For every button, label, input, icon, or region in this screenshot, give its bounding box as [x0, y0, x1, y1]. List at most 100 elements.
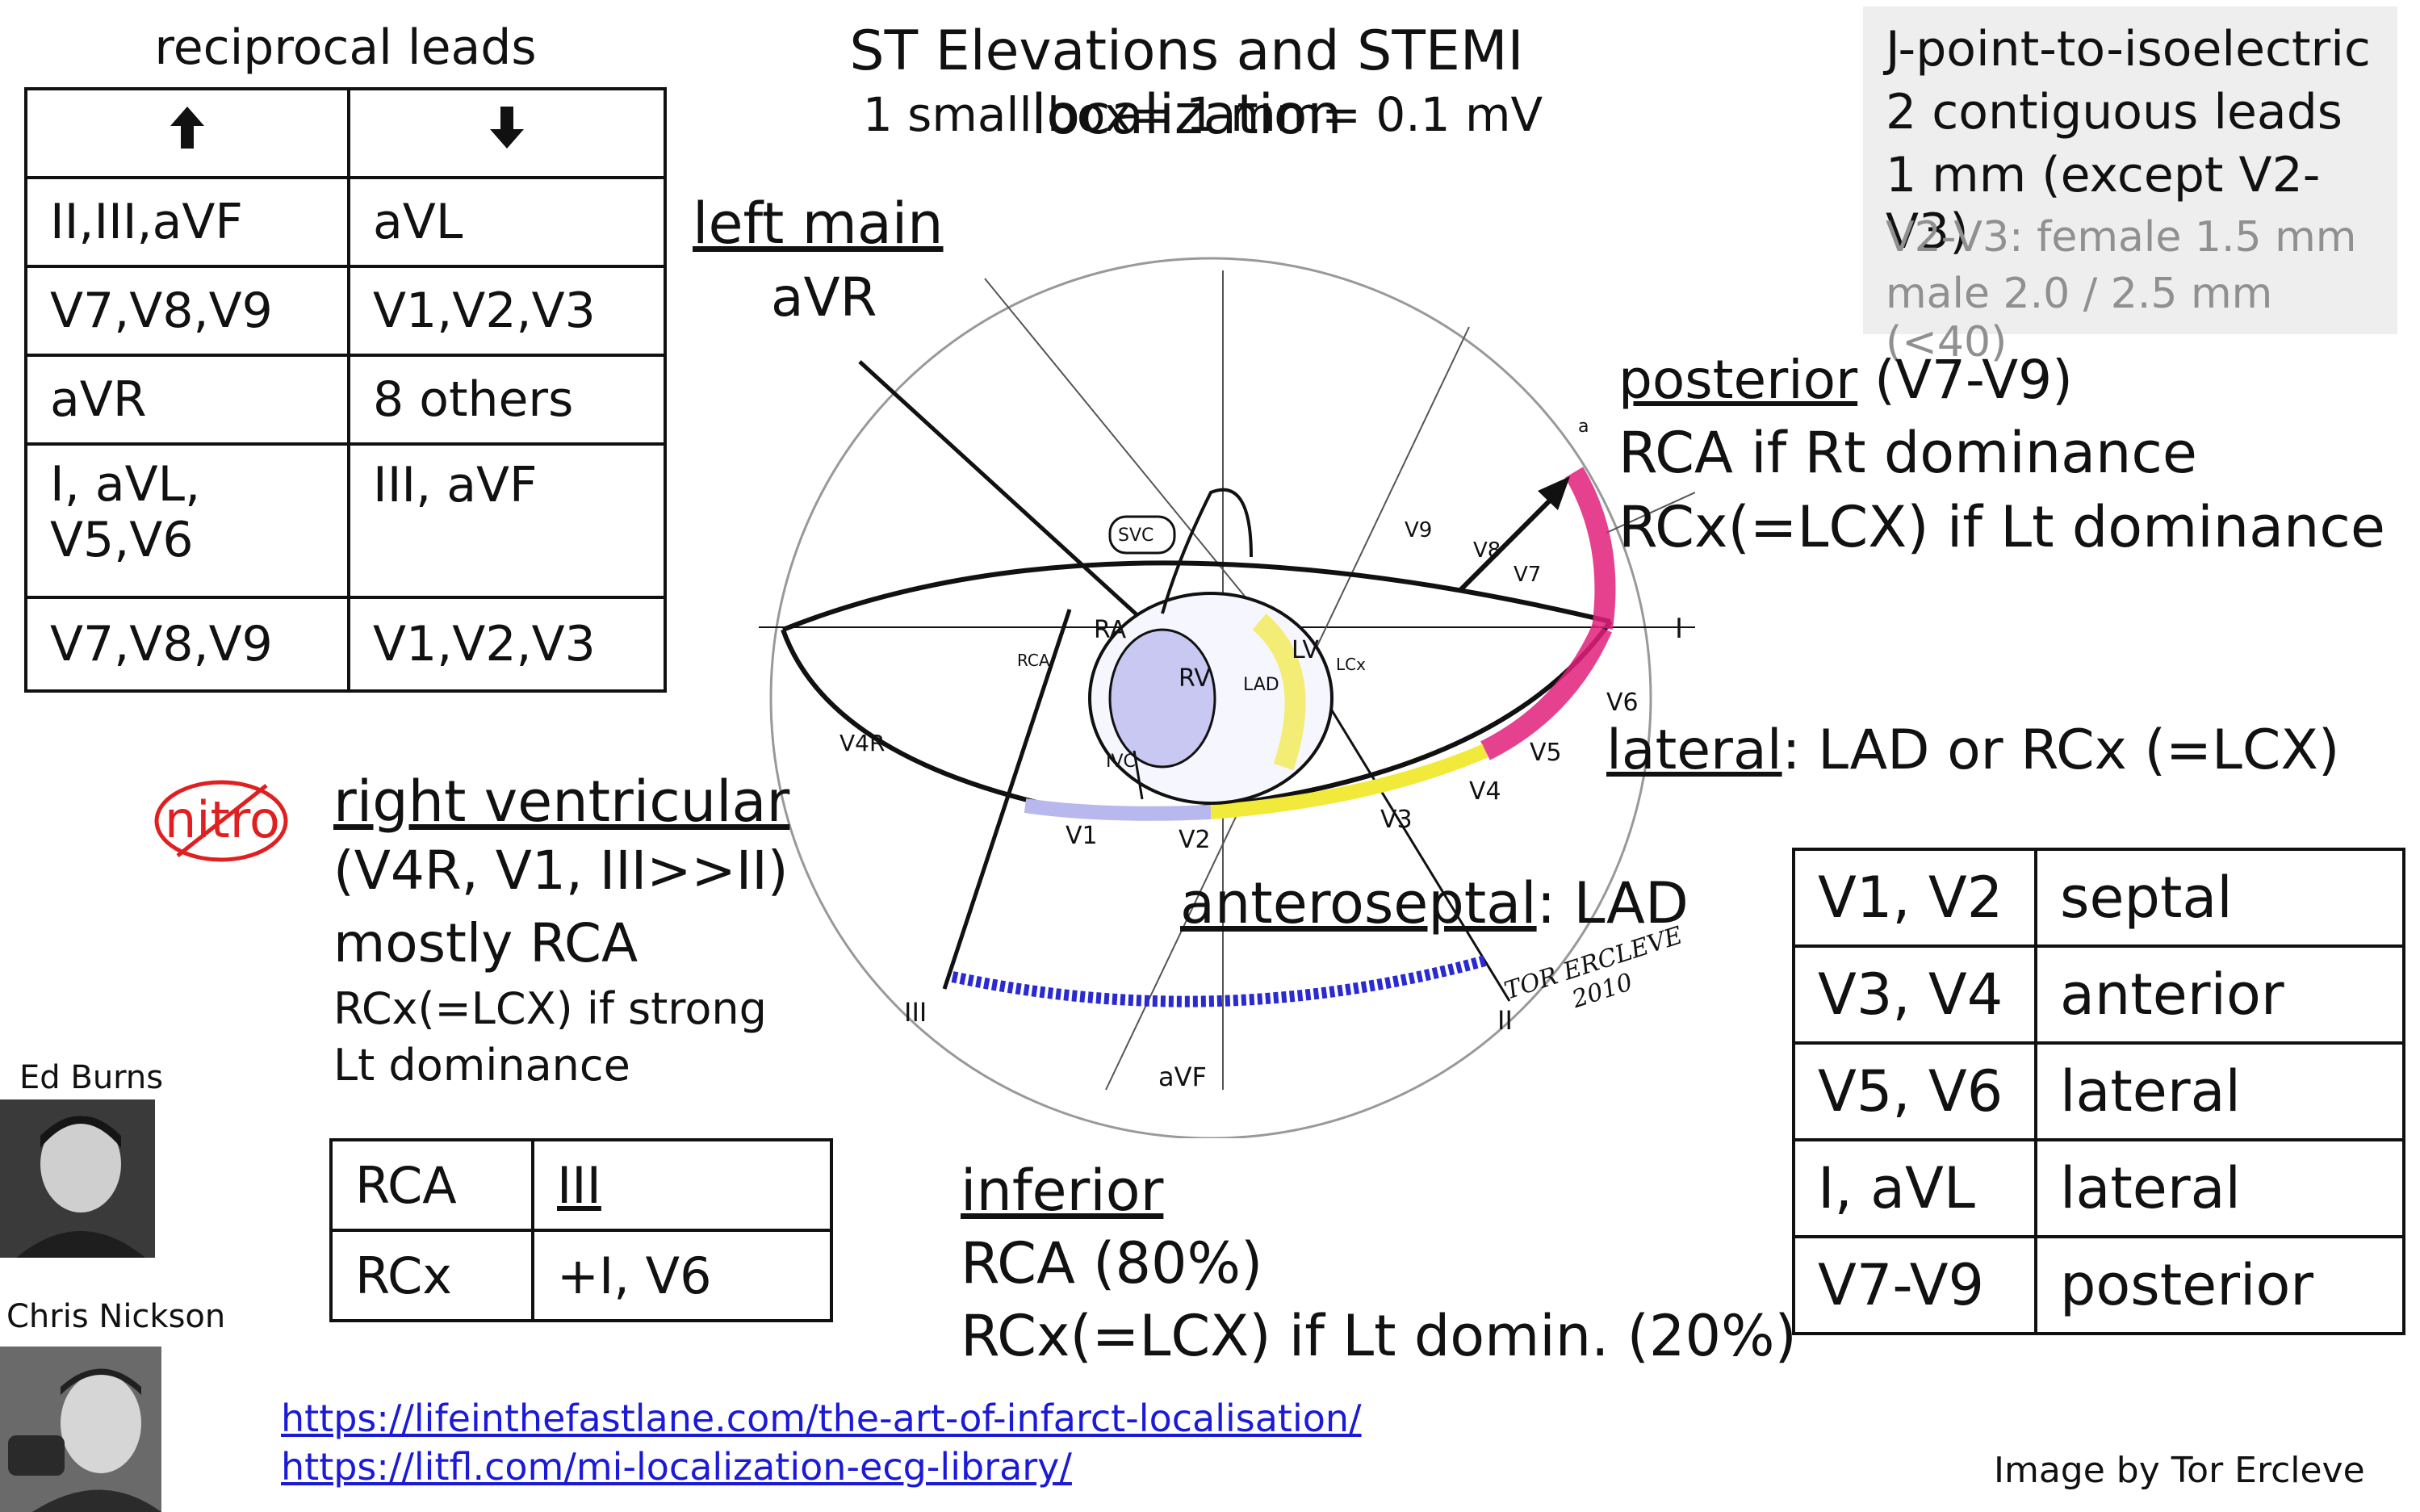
criteria-heading: J-point-to-isoelectric: [1886, 21, 2371, 77]
posterior-heading-line: posterior (V7-V9): [1618, 349, 2073, 411]
posterior-rcx: RCx(=LCX): [1618, 494, 1929, 560]
right-ventricular-leads: (V4R, V1, III>>II): [333, 840, 789, 902]
posterior-rca-note: if Rt dominance: [1732, 420, 2197, 486]
posterior-heading: posterior: [1618, 349, 1858, 411]
posterior-line-2: RCx(=LCX) if Lt dominance: [1618, 494, 2385, 560]
person-silhouette-icon: [0, 1347, 161, 1512]
v5-label: V5: [1530, 739, 1562, 767]
inferior-heading: inferior: [961, 1158, 1164, 1224]
reciprocal-caption: reciprocal leads: [154, 19, 537, 76]
posterior-rcx-note: if Lt dominance: [1928, 494, 2385, 560]
lead-ii-label: II: [1497, 1005, 1513, 1036]
author-photo-chris-nickson: [0, 1347, 161, 1512]
anteroseptal-line: anteroseptal: LAD: [1180, 870, 1689, 936]
lateral-sep: :: [1782, 718, 1819, 782]
right-ventricular-note-2: Lt dominance: [333, 1040, 630, 1091]
inferior-band: [951, 955, 1487, 1007]
right-ventricular-note-1: RCx(=LCX) if strong: [333, 983, 767, 1034]
left-main-heading: left main: [693, 191, 944, 257]
ivc-label: IVC: [1106, 752, 1136, 772]
right-ventricular-artery: mostly RCA: [333, 912, 638, 974]
author-name-ed-burns: Ed Burns: [19, 1059, 164, 1096]
posterior-rca: RCA: [1618, 420, 1733, 486]
right-ventricular-heading: right ventricular: [333, 769, 790, 835]
lcx-label: LCx: [1336, 655, 1366, 674]
reciprocal-table: II,III,aVF aVL V7,V8,V9 V1,V2,V3 aVR 8 o…: [24, 87, 667, 693]
person-silhouette-icon: [0, 1099, 155, 1258]
reciprocal-cell: V7,V8,V9: [24, 265, 350, 357]
v4r-label: V4R: [839, 730, 885, 756]
reciprocal-cell: V7,V8,V9: [24, 596, 350, 693]
reciprocal-cell: aVL: [347, 176, 667, 268]
criteria-line-1: 2 contiguous leads: [1886, 84, 2343, 140]
inferior-line-2: RCx(=LCX) if Lt domin. (20%): [961, 1303, 1797, 1369]
lateral-rcx: RCx (=LCX): [2020, 718, 2340, 782]
v7-label: V7: [1514, 563, 1541, 587]
lateral-heading: lateral: [1606, 718, 1782, 782]
criteria-line-3: V2-V3: female 1.5 mm: [1886, 213, 2357, 262]
rca-rcx-table: RCA III RCx +I, V6: [329, 1138, 833, 1322]
ra-label: RA: [1094, 616, 1127, 644]
arrow-up-icon: [170, 106, 204, 149]
reciprocal-cell: V1,V2,V3: [347, 596, 667, 693]
territory-name-cell: anterior: [2034, 944, 2405, 1045]
rv-label: RV: [1179, 664, 1211, 693]
territory-table: V1, V2 septal V3, V4 anterior V5, V6 lat…: [1792, 848, 2405, 1335]
v2-label: V2: [1179, 826, 1211, 854]
lateral-line: lateral: LAD or RCx (=LCX): [1606, 718, 2339, 782]
left-main-lead: aVR: [771, 266, 877, 329]
anterior-band: [1210, 743, 1488, 819]
territory-name-cell: lateral: [2034, 1138, 2405, 1238]
nitro-prohibited-icon: [154, 780, 288, 862]
criteria-box: J-point-to-isoelectric 2 contiguous lead…: [1863, 6, 2397, 366]
v4-label: V4: [1469, 777, 1501, 806]
v1-label: V1: [1066, 822, 1098, 850]
anteroseptal-sep: :: [1536, 870, 1574, 936]
link-art-of-infarct-localisation[interactable]: https://lifeinthefastlane.com/the-art-of…: [281, 1397, 1362, 1440]
down-arrow-header: [347, 87, 667, 179]
territory-lead-cell: V5, V6: [1792, 1041, 2037, 1141]
image-credit: Image by Tor Ercleve: [1994, 1450, 2365, 1491]
rca-label: RCA: [1017, 651, 1050, 670]
rca-rcx-cell: RCA: [329, 1138, 534, 1232]
lead-iii-label: III: [904, 997, 927, 1028]
criteria-line-2: 1 mm (except V2-V3): [1886, 147, 2321, 260]
reciprocal-cell: II,III,aVF: [24, 176, 350, 268]
lateral-lad: LAD: [1818, 718, 1930, 782]
link-mi-localization-ecg-library[interactable]: https://litfl.com/mi-localization-ecg-li…: [281, 1445, 1072, 1489]
rca-rcx-cell: +I, V6: [531, 1229, 833, 1322]
posterior-line-1: RCA if Rt dominance: [1618, 420, 2197, 486]
reciprocal-cell: I, aVL, V5,V6: [24, 442, 350, 599]
territory-lead-cell: V1, V2: [1792, 848, 2037, 948]
lead-i-label: I: [1675, 613, 1683, 645]
anteroseptal-artery: LAD: [1573, 870, 1689, 936]
territory-name-cell: lateral: [2034, 1041, 2405, 1141]
reciprocal-cell: 8 others: [347, 354, 667, 446]
author-photo-ed-burns: [0, 1099, 155, 1258]
page-subtitle: 1 small box= 1 mm= 0.1 mV: [862, 87, 1543, 142]
lv-label: LV: [1292, 636, 1319, 664]
up-arrow-header: [24, 87, 350, 179]
territory-name-cell: septal: [2034, 848, 2405, 948]
lateral-or: or: [1929, 718, 2021, 782]
reciprocal-cell: aVR: [24, 354, 350, 446]
reciprocal-cell: V1,V2,V3: [347, 265, 667, 357]
arrow-down-icon: [490, 106, 524, 149]
territory-lead-cell: V7-V9: [1792, 1235, 2037, 1335]
posterior-leads: (V7-V9): [1857, 349, 2073, 411]
nitro-warning: nitro: [153, 779, 289, 863]
rca-rcx-cell: RCx: [329, 1229, 534, 1322]
svc-label: SVC: [1118, 526, 1153, 546]
nitro-label: nitro: [165, 790, 280, 849]
avf-label: aVF: [1158, 1062, 1207, 1092]
territory-lead-cell: V3, V4: [1792, 944, 2037, 1045]
posterior-band: [1564, 467, 1616, 630]
v9-label: V9: [1405, 518, 1432, 542]
a-label: a: [1578, 417, 1589, 437]
criteria-line-4: male 2.0 / 2.5 mm (<40): [1886, 270, 2273, 366]
v6-label: V6: [1606, 689, 1639, 717]
lateral-band: [1480, 623, 1612, 760]
hexaxial-heart-diagram: I II III aVF V1 V2 V3 V4 V5 V6 V7 V8 V9 …: [759, 257, 1695, 1138]
rca-rcx-cell: III: [531, 1138, 833, 1232]
author-name-chris-nickson: Chris Nickson: [6, 1298, 226, 1335]
